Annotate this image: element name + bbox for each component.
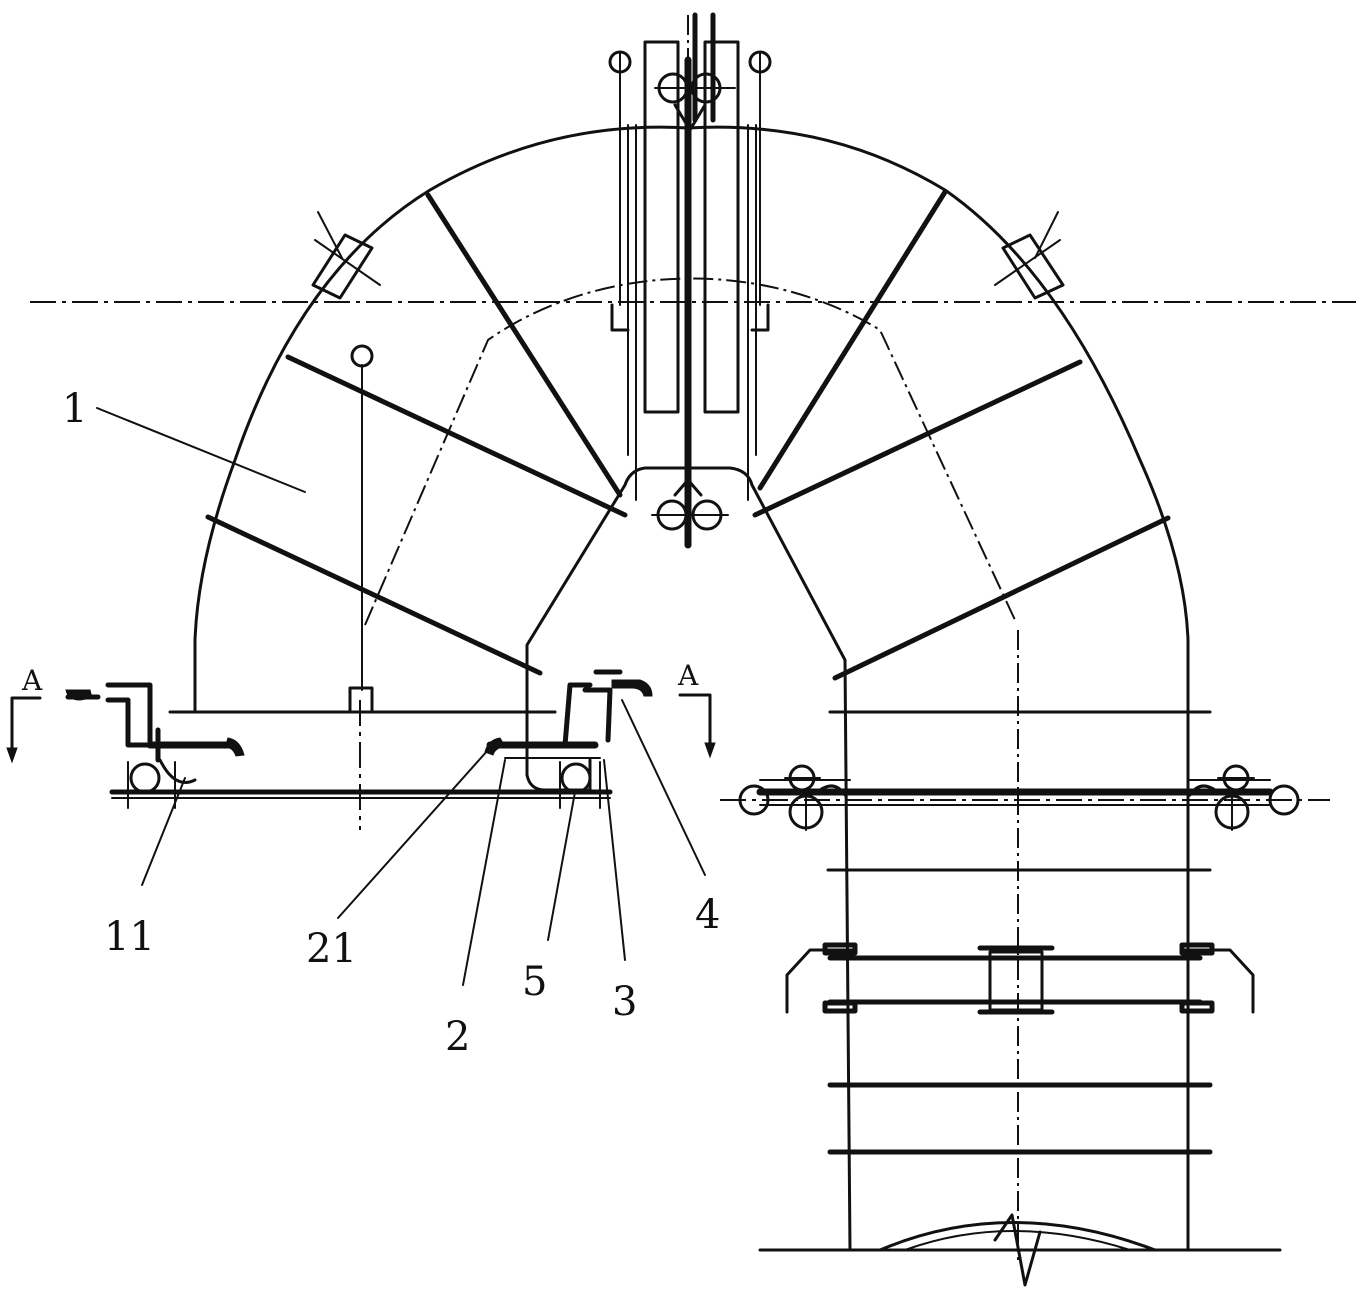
part-labels: 1 11 21 2 5 3 4 A A	[21, 386, 720, 1060]
left-hanger-rod	[348, 344, 374, 714]
label-part-11: 11	[104, 914, 155, 960]
label-section-right: A	[677, 659, 699, 692]
label-part-1: 1	[62, 386, 87, 432]
label-part-21: 21	[306, 926, 357, 972]
section-markers	[6, 693, 716, 764]
label-part-2: 2	[445, 1014, 470, 1060]
top-hanger	[608, 12, 772, 549]
right-leg	[738, 710, 1300, 1287]
radial-bars	[205, 189, 1171, 681]
label-section-left: A	[21, 664, 43, 697]
label-part-5: 5	[522, 959, 547, 1005]
label-part-4: 4	[695, 892, 720, 938]
upper-brackets	[311, 211, 1065, 300]
left-base-assembly	[65, 669, 653, 809]
label-part-3: 3	[612, 979, 637, 1025]
center-lines	[30, 15, 1356, 1260]
leader-lines	[96, 407, 706, 986]
